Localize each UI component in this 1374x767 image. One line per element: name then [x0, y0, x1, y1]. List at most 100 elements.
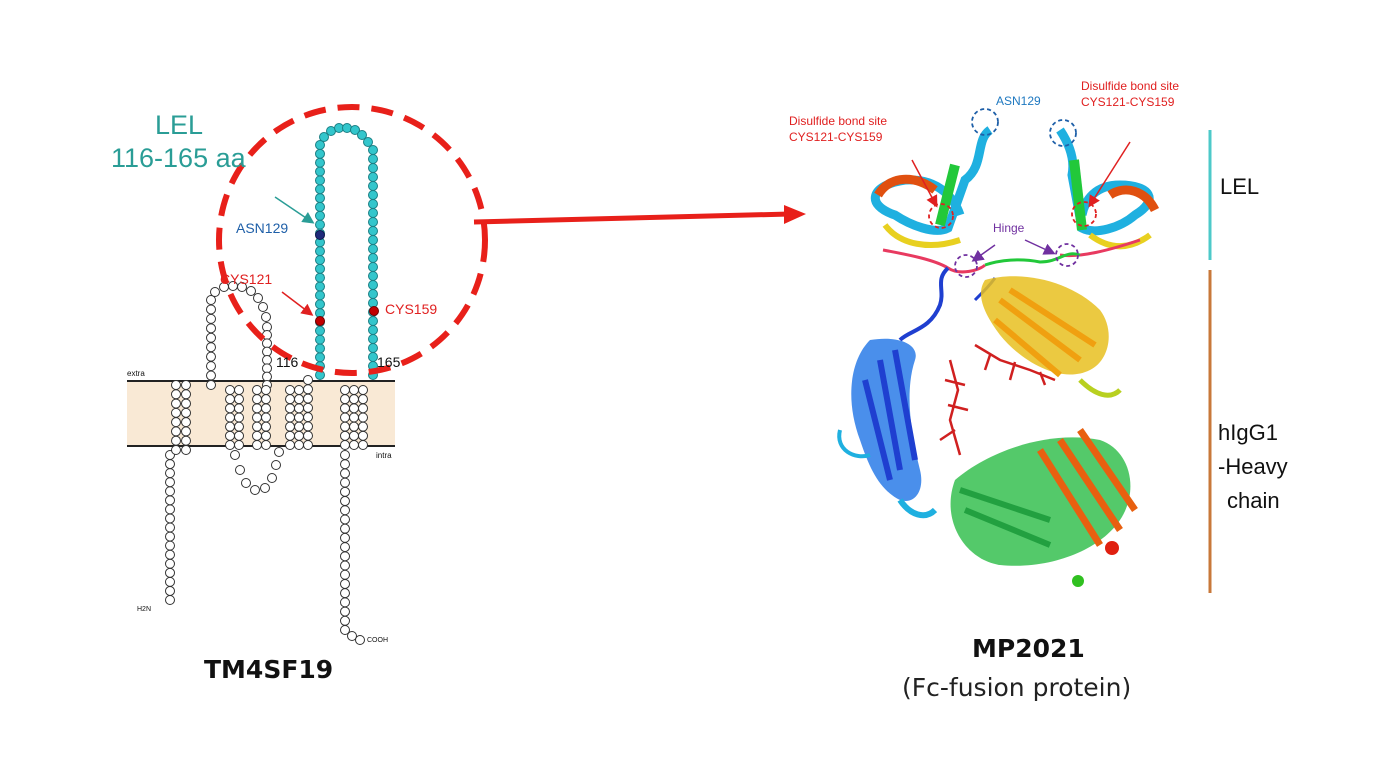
residue-dot: [315, 193, 325, 204]
residue-dot: [358, 430, 368, 441]
residue-dot: [181, 435, 191, 446]
residue-dot: [340, 430, 350, 441]
residue-dot: [368, 343, 378, 353]
residue-dot: [294, 385, 304, 395]
residue-dot: [340, 615, 350, 626]
disulfide-left-line1: Disulfide bond site: [789, 114, 888, 128]
residue-dot: [315, 325, 325, 336]
residue-dot: [171, 417, 181, 428]
residue-dot: [340, 625, 350, 635]
residue-dot: [165, 495, 175, 506]
residue-dot: [294, 412, 304, 423]
residue-chain: [165, 123, 379, 645]
residue-dot: [315, 316, 325, 326]
residue-dot: [165, 459, 175, 470]
residue-dot: [294, 394, 304, 405]
residue-dot: [181, 389, 191, 400]
residue-dot: [294, 421, 304, 432]
residue-dot: [206, 361, 216, 372]
residue-dot: [206, 313, 216, 324]
residue-dot: [315, 272, 325, 283]
tm4sf19-caption: TM4SF19: [204, 655, 334, 684]
residue-dot: [340, 542, 350, 553]
residue-dot: [285, 430, 295, 441]
domain-heavy-line3: chain: [1227, 488, 1280, 513]
residue-dot: [340, 578, 350, 589]
residue-dot: [315, 166, 325, 177]
lel-range-label: 116-165 aa: [111, 143, 246, 173]
residue-dot: [349, 421, 359, 432]
residue-dot: [340, 385, 350, 395]
residue-dot: [225, 412, 235, 423]
residue-dot: [234, 385, 244, 395]
asn-pointer-arrow: [274, 196, 315, 224]
residue-dot: [340, 597, 350, 608]
residue-dot: [340, 468, 350, 479]
n-terminus-label: H2N: [137, 606, 152, 613]
residue-dot: [358, 394, 368, 405]
disulfide-right-line2: CYS121-CYS159: [1081, 95, 1175, 109]
residue-dot: [252, 440, 262, 450]
residue-dot: [315, 219, 325, 230]
residue-dot: [165, 513, 175, 524]
residue-dot: [340, 486, 350, 497]
residue-dot: [171, 407, 181, 418]
residue-dot: [303, 421, 313, 432]
residue-dot: [303, 375, 313, 385]
residue-dot: [285, 440, 295, 450]
residue-dot: [358, 403, 368, 414]
residue-dot: [181, 417, 191, 428]
residue-dot: [285, 385, 295, 395]
residue-dot: [340, 551, 350, 562]
residue-dot: [340, 412, 350, 423]
residue-dot: [165, 522, 175, 533]
residue-dot: [315, 175, 325, 186]
residue-dot: [340, 505, 350, 516]
residue-dot: [234, 430, 244, 441]
residue-dot: [358, 421, 368, 432]
residue-dot: [285, 403, 295, 414]
disulfide-right-line1: Disulfide bond site: [1081, 79, 1180, 93]
residue-dot: [225, 394, 235, 405]
residue-dot: [260, 483, 270, 493]
residue-dot: [165, 504, 175, 515]
residue-dot: [262, 355, 272, 365]
residue-dot: [368, 199, 378, 209]
residue-dot: [294, 440, 304, 450]
residue-dot: [225, 421, 235, 432]
residue-dot: [181, 407, 191, 418]
cys159-label: CYS159: [385, 301, 438, 317]
residue-dot: [262, 346, 272, 357]
domain-heavy-line1: hIgG1: [1218, 420, 1278, 445]
residue-dot: [230, 450, 240, 460]
residue-dot: [165, 585, 175, 596]
residue-dot: [165, 567, 175, 578]
residue-dot: [165, 477, 175, 488]
c-terminus-label: COOH: [367, 637, 388, 644]
residue-dot: [262, 363, 272, 374]
residue-dot: [165, 549, 175, 560]
residue-dot: [368, 325, 378, 335]
asn129-label-left: ASN129: [236, 220, 289, 236]
residue-dot: [368, 271, 378, 281]
residue-dot: [340, 514, 350, 525]
residue-dot: [340, 440, 350, 450]
residue-dot: [165, 540, 175, 551]
residue-dot: [350, 125, 360, 135]
fc-fusion-caption: (Fc-fusion protein): [902, 673, 1132, 702]
residue-dot: [303, 384, 313, 395]
residue-dot: [368, 289, 378, 299]
residue-dot: [252, 430, 262, 441]
residue-dot: [340, 560, 350, 571]
residue-dot: [340, 477, 350, 488]
residue-dot: [181, 445, 191, 455]
residue-dot: [285, 394, 295, 405]
residue-dot: [171, 435, 181, 446]
residue-dot: [262, 371, 272, 382]
residue-dot: [368, 154, 378, 164]
residue-dot: [368, 235, 378, 245]
residue-dot: [368, 163, 378, 173]
residue-dot: [253, 293, 263, 303]
residue-dot: [315, 201, 325, 212]
